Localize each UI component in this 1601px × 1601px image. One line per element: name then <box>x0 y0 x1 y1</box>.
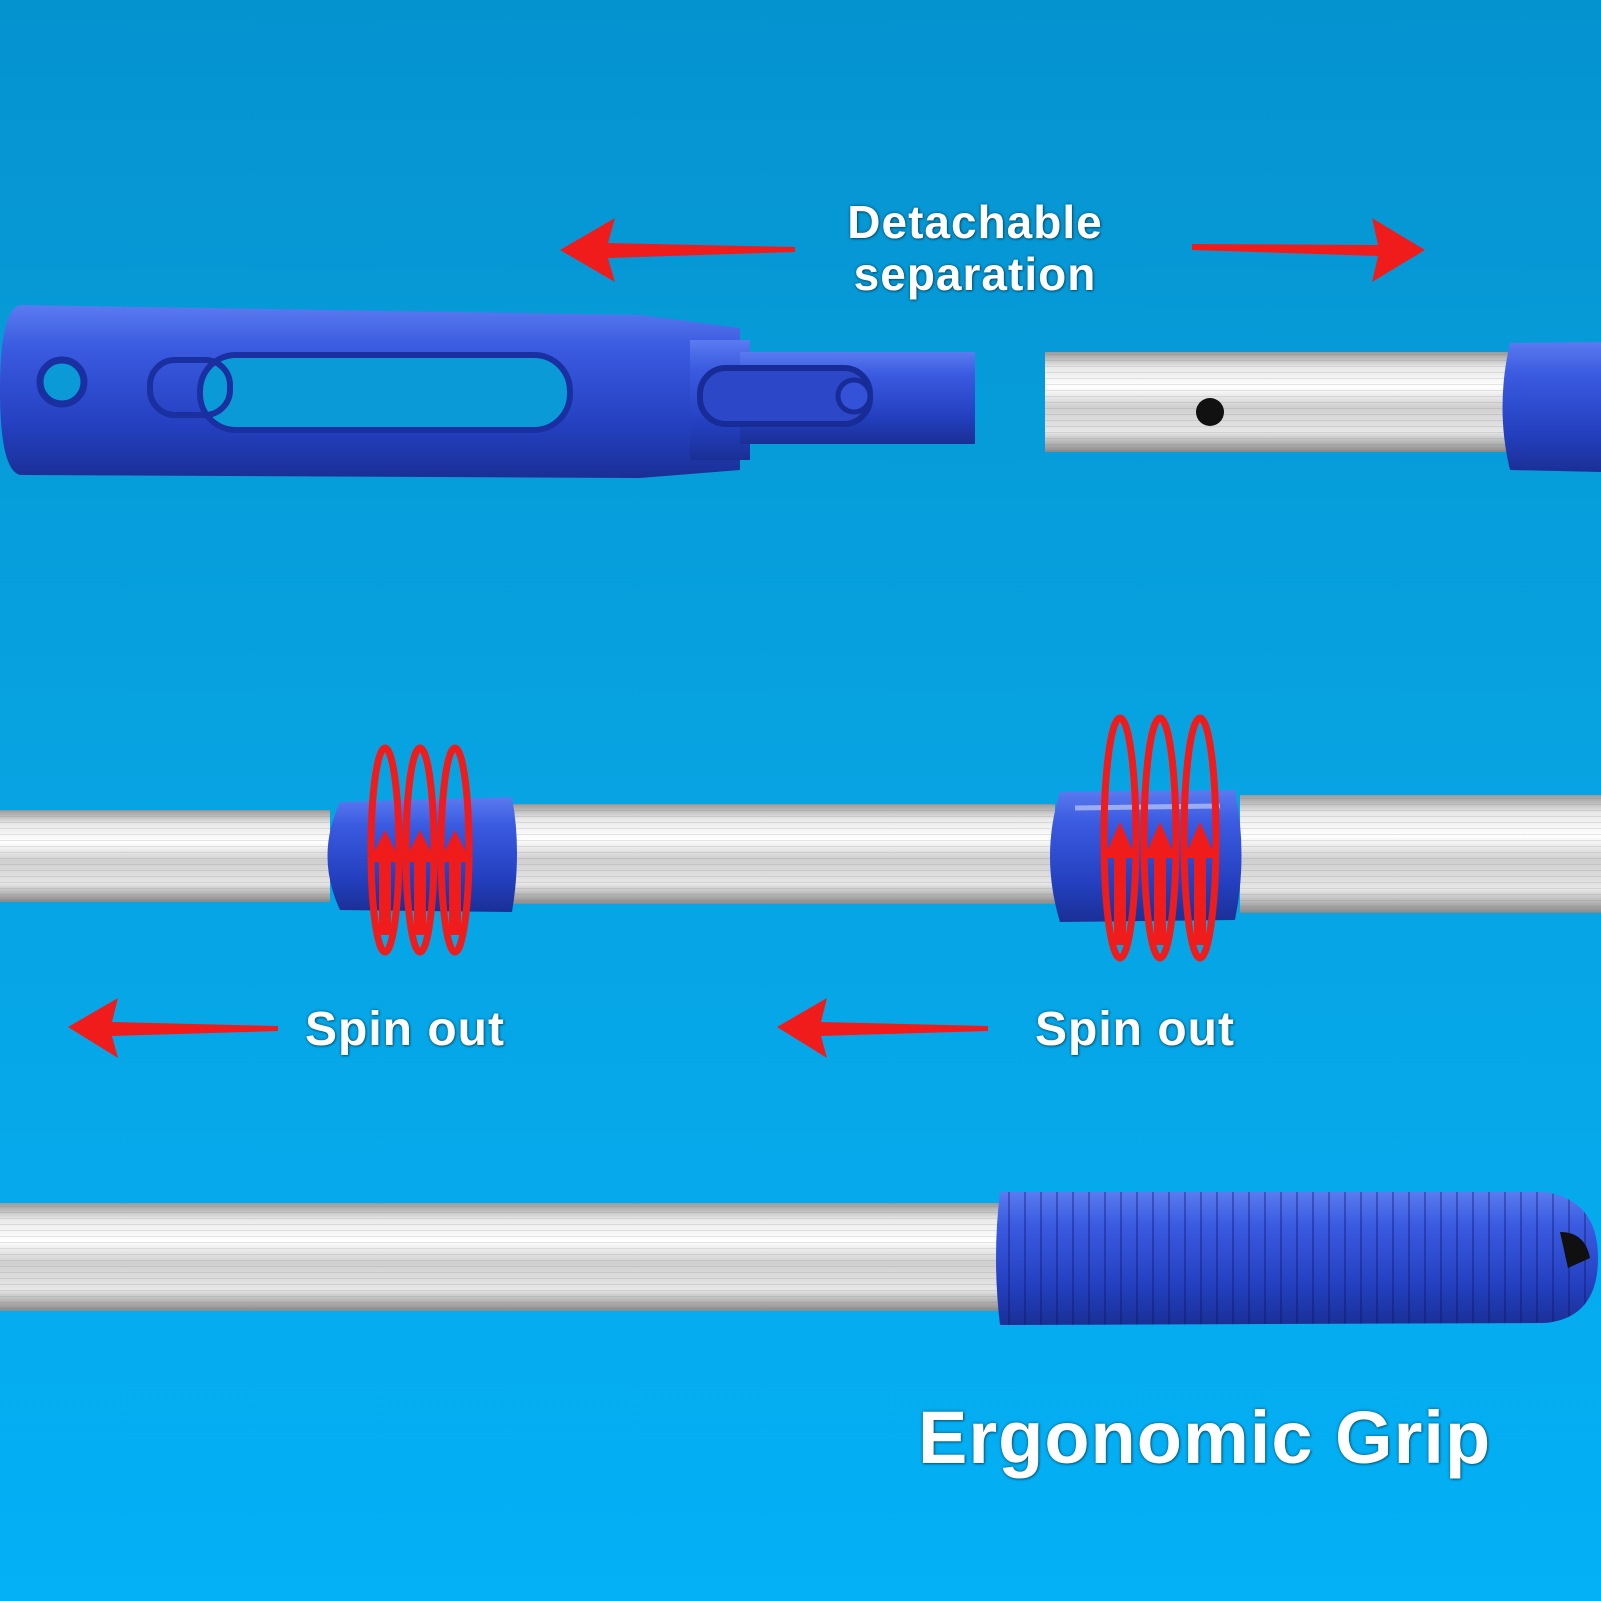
arrow-right-icon <box>1192 218 1425 282</box>
detach-label-line1: Detachable <box>847 196 1103 248</box>
rotation-arrows-icon <box>367 744 473 956</box>
spin-out-label-left: Spin out <box>305 1003 505 1056</box>
rotation-arrows-icon <box>1100 714 1220 962</box>
detachable-section <box>0 218 1601 478</box>
arrow-left-icon <box>560 218 795 282</box>
ergonomic-grip-label: Ergonomic Grip <box>918 1396 1492 1479</box>
arrow-left-icon <box>777 998 988 1058</box>
spin-out-label-right: Spin out <box>1035 1003 1235 1056</box>
telescopic-section <box>0 714 1601 1058</box>
detach-label-line2: separation <box>853 248 1097 300</box>
detachable-separation-label: Detachable separation <box>820 196 1130 300</box>
grip-section <box>0 1192 1598 1325</box>
pole-end-top <box>1045 342 1601 472</box>
hanging-hole <box>1560 1232 1590 1268</box>
blue-connector-head <box>0 305 975 478</box>
ergonomic-grip-handle <box>996 1192 1598 1325</box>
lock-pin-hole <box>1196 398 1224 426</box>
arrow-left-icon <box>68 998 278 1058</box>
